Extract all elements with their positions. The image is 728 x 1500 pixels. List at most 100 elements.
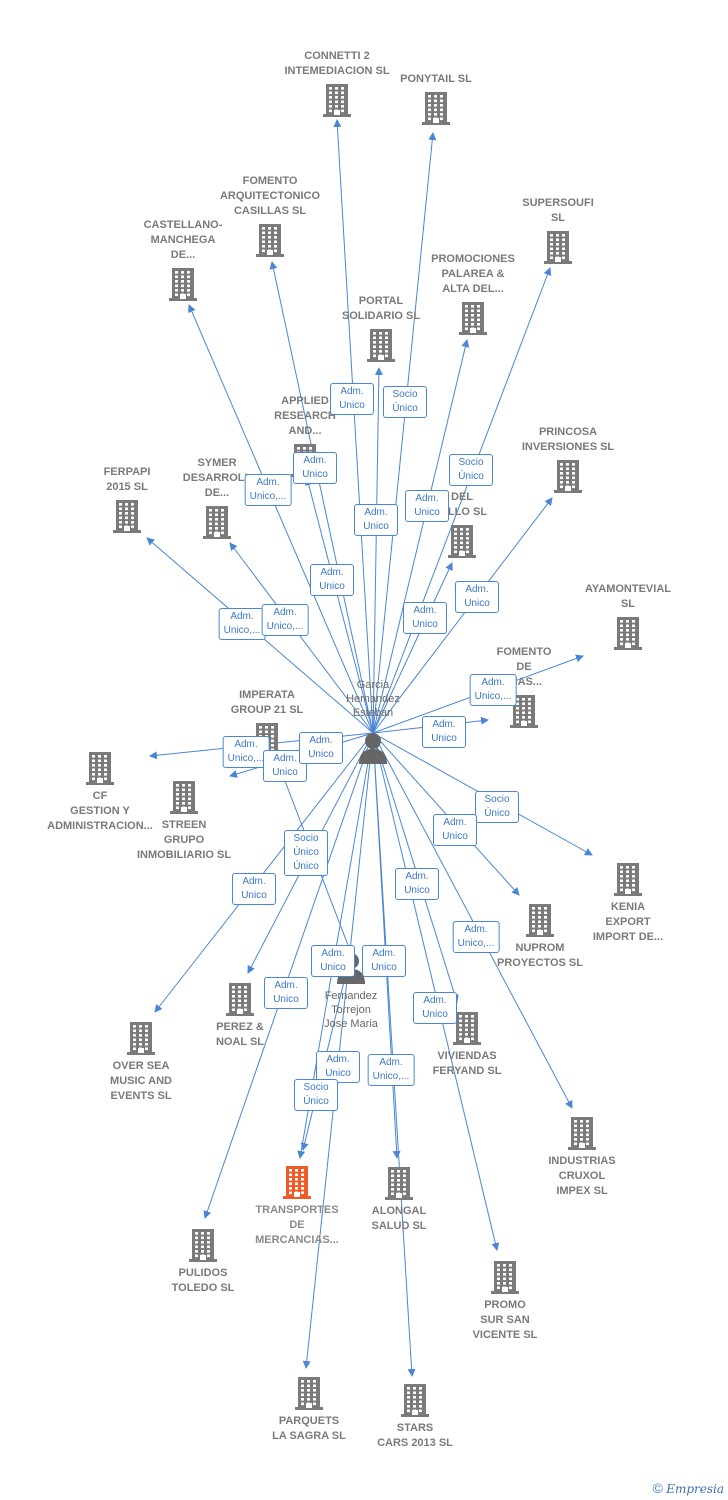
company-name: PORTAL SOLIDARIO SL [341,295,421,322]
company-node-promociones[interactable]: PROMOCIONES PALAREA & ALTA DEL... [408,252,538,335]
building-icon [203,506,231,539]
company-node-alongal[interactable]: ALONGAL SALUD SL [334,1166,464,1234]
brand-name: Empresia [666,1482,724,1496]
company-node-supersoufi[interactable]: SUPERSOUFI SL [493,196,623,264]
company-node-pulidos[interactable]: PULIDOS TOLEDO SL [138,1228,268,1296]
company-node-stars[interactable]: STARS CARS 2013 SL [350,1383,480,1451]
building-icon [448,525,476,558]
relation-badge[interactable]: Adm. Unico [311,945,355,977]
relation-badge[interactable]: Socio Único [449,454,493,486]
company-node-promo-sur[interactable]: PROMO SUR SAN VICENTE SL [440,1260,570,1343]
building-icon [86,752,114,785]
relation-badge[interactable]: Adm. Unico [455,581,499,613]
company-name: KENIA EXPORT IMPORT DE... [592,901,664,943]
company-node-fomento-ene[interactable]: FOMENTO DE GIAS... [459,645,589,728]
building-icon [526,904,554,937]
relation-badge[interactable]: Adm. Unico [316,1051,360,1083]
company-node-ponytail[interactable]: PONYTAIL SL [371,72,501,125]
company-node-nuprom[interactable]: NUPROM PROYECTOS SL [475,903,605,971]
company-node-portal[interactable]: PORTAL SOLIDARIO SL [316,294,446,362]
relation-badge[interactable]: Socio Único [383,386,427,418]
building-icon [169,268,197,301]
relation-badge[interactable]: Adm. Unico [299,732,343,764]
building-icon [554,460,582,493]
company-name: CONNETTI 2 INTEMEDIACION SL [284,50,390,77]
building-icon [614,617,642,650]
building-icon [226,983,254,1016]
relation-badge[interactable]: Adm. Unico [310,564,354,596]
building-icon [127,1022,155,1055]
building-icon [189,1229,217,1262]
building-icon [614,863,642,896]
relation-badge[interactable]: Adm. Unico [405,490,449,522]
relation-edge [229,542,374,734]
relation-badge[interactable]: Adm. Unico [354,504,398,536]
person-node-garcia[interactable]: Garcia Hernandez Esteban [318,678,428,769]
person-name: Garcia Hernandez Esteban [346,679,400,719]
company-node-castellano[interactable]: CASTELLANO- MANCHEGA DE... [118,218,248,301]
relation-badge[interactable]: Adm. Unico [263,750,307,782]
relation-badge[interactable]: Adm. Unico [232,873,276,905]
building-icon [568,1117,596,1150]
building-icon [385,1167,413,1200]
building-icon [295,1377,323,1410]
relation-badge[interactable]: Adm. Unico,... [469,674,517,706]
relation-badge[interactable]: Adm. Unico,... [218,608,266,640]
company-name: PROMOCIONES PALAREA & ALTA DEL... [431,253,515,295]
relation-badge[interactable]: Adm. Unico,... [367,1054,415,1086]
relation-edge [372,367,383,734]
company-node-princosa[interactable]: PRINCOSA INVERSIONES SL [503,425,633,493]
company-name: NUPROM PROYECTOS SL [497,942,583,969]
company-node-cf[interactable]: CF GESTION Y ADMINISTRACION... [35,751,165,834]
company-node-streen[interactable]: STREEN GRUPO INMOBILIARIO SL [119,780,249,863]
company-node-symer[interactable]: SYMER DESARROLL DE... [152,456,282,539]
company-name: SYMER DESARROLL DE... [182,457,252,499]
company-name: PULIDOS TOLEDO SL [171,1267,235,1294]
company-node-connetti[interactable]: CONNETTI 2 INTEMEDIACION SL [272,49,402,117]
company-name: IMPERATA GROUP 21 SL [230,689,304,716]
company-node-ayamontevial[interactable]: AYAMONTEVIAL SL [563,582,693,650]
company-name: APPLIED RESEARCH AND... [274,395,336,437]
building-icon [367,329,395,362]
company-node-fomento-arq[interactable]: FOMENTO ARQUITECTONICO CASILLAS SL [205,174,335,257]
company-node-parquets[interactable]: PARQUETS LA SAGRA SL [244,1376,374,1444]
building-icon [544,231,572,264]
company-name: PRINCOSA INVERSIONES SL [521,426,615,453]
company-name: STREEN GRUPO INMOBILIARIO SL [136,819,232,861]
relation-edge [372,732,459,1003]
company-node-viviendas[interactable]: VIVIENDAS FERYAND SL [402,1011,532,1079]
relation-badge[interactable]: Socio Único [294,1079,338,1111]
relation-badge[interactable]: Adm. Unico,... [261,604,309,636]
relation-badge[interactable]: Socio Único [475,791,519,823]
company-name: STARS CARS 2013 SL [377,1422,453,1449]
company-name: PEREZ & NOAL SL [215,1021,265,1048]
company-name: SUPERSOUFI SL [522,197,594,224]
building-icon [401,1384,429,1417]
footer-brand[interactable]: © Empresia [653,1480,724,1496]
relation-badge[interactable]: Adm. Unico,... [452,921,500,953]
company-name: CF GESTION Y ADMINISTRACION... [47,790,153,832]
company-node-kenia[interactable]: KENIA EXPORT IMPORT DE... [563,862,693,945]
relation-badge[interactable]: Adm. Unico [330,383,374,415]
relation-badge[interactable]: Adm. Unico [422,716,466,748]
relation-badge[interactable]: Adm. Unico [395,868,439,900]
relation-badge[interactable]: Adm. Unico [362,945,406,977]
relation-badge[interactable]: Adm. Unico [433,814,477,846]
relation-edge [372,339,470,734]
relation-badge[interactable]: Adm. Unico,... [244,474,292,506]
company-node-transportes[interactable]: TRANSPORTES DE MERCANCIAS... [232,1165,362,1248]
company-node-ferpapi[interactable]: FERPAPI 2015 SL [62,465,192,533]
company-node-perez[interactable]: PEREZ & NOAL SL [175,982,305,1050]
relation-badge[interactable]: Adm. Unico [264,977,308,1009]
copyright-symbol: © [652,1480,663,1496]
building-icon [113,500,141,533]
company-node-industrias[interactable]: INDUSTRIAS CRUXOL IMPEX SL [517,1116,647,1199]
relation-edge [372,132,437,734]
relation-edge [304,477,374,734]
relation-badge[interactable]: Adm. Unico [403,602,447,634]
company-node-oversea[interactable]: OVER SEA MUSIC AND EVENTS SL [76,1021,206,1104]
relation-badge[interactable]: Adm. Unico [293,452,337,484]
relation-badge[interactable]: Adm. Unico [413,992,457,1024]
company-name: ALONGAL SALUD SL [371,1205,427,1232]
relation-badge[interactable]: Socio Único Único [284,830,328,876]
